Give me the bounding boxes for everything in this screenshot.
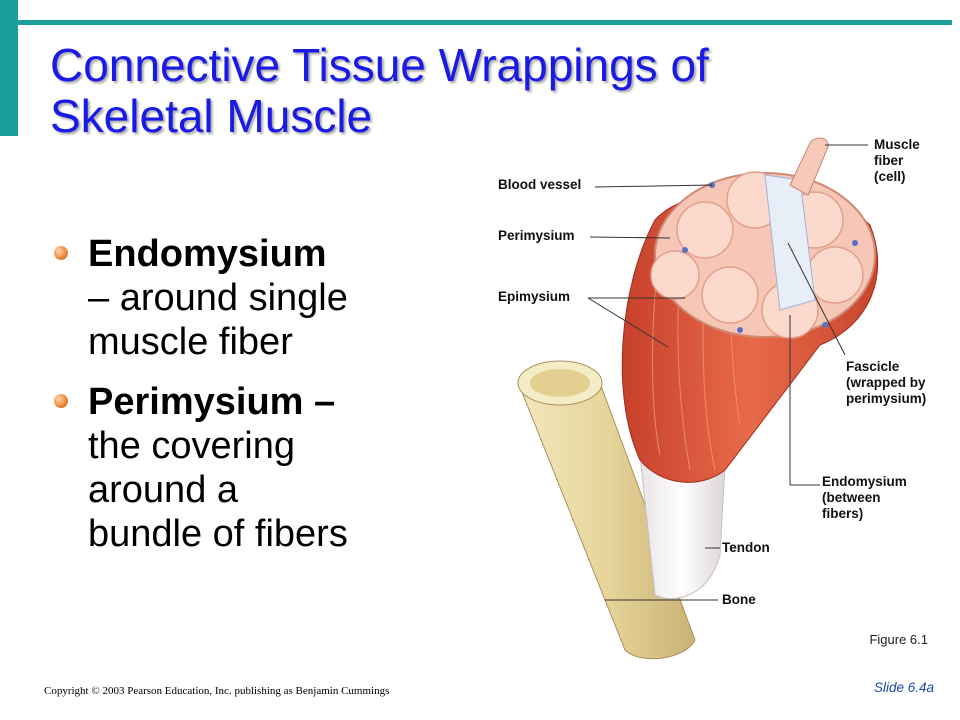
label-bone: Bone <box>722 592 756 607</box>
bullet-endomysium: Endomysium – around single muscle fiber <box>50 232 410 364</box>
bullet-text-line: around a <box>88 469 239 511</box>
bullet-term: Endomysium <box>88 233 327 275</box>
muscle-illustration <box>517 137 879 660</box>
top-accent-rule <box>0 20 952 25</box>
label-tendon: Tendon <box>722 540 770 555</box>
muscle-fiber-shape <box>789 137 829 196</box>
bullet-text-line: – around single <box>88 277 348 319</box>
copyright-notice: Copyright © 2003 Pearson Education, Inc.… <box>44 685 390 697</box>
label-blood-vessel: Blood vessel <box>498 177 582 192</box>
label-line: (cell) <box>874 169 906 184</box>
leader-lines <box>587 144 868 601</box>
cross-section <box>650 171 876 339</box>
bullet-text-line: muscle fiber <box>88 321 293 363</box>
label-line: perimysium) <box>846 391 927 406</box>
label-line: (wrapped by <box>846 375 926 390</box>
slide-title-line-1: Connective Tissue Wrappings of <box>50 39 709 91</box>
bullet-text-line: bundle of fibers <box>88 513 348 555</box>
label-endomysium: Endomysium (between fibers) <box>822 474 907 522</box>
label-muscle-fiber: Muscle fiber (cell) <box>874 137 920 185</box>
bone-shape <box>517 360 696 660</box>
label-perimysium: Perimysium <box>498 228 575 243</box>
label-line: fiber <box>874 153 904 168</box>
bullet-dot-icon <box>54 394 68 408</box>
slide-title: Connective Tissue Wrappings of Skeletal … <box>50 40 870 142</box>
label-line: (between <box>822 490 881 505</box>
label-epimysium: Epimysium <box>498 289 571 304</box>
bullet-term: Perimysium – <box>88 381 336 423</box>
bullet-dot-icon <box>54 246 68 260</box>
label-line: Muscle <box>874 137 920 152</box>
slide-title-line-2: Skeletal Muscle <box>50 90 373 142</box>
bullet-perimysium: Perimysium – the covering around a bundl… <box>50 380 410 556</box>
label-line: Endomysium <box>822 474 907 489</box>
figure-caption: Figure 6.1 <box>869 632 928 647</box>
label-line: fibers) <box>822 506 864 521</box>
label-line: Fascicle <box>846 359 900 374</box>
bullet-list: Endomysium – around single muscle fiber … <box>50 232 410 572</box>
slide-number: Slide 6.4a <box>873 680 934 695</box>
bullet-text-line: the covering <box>88 425 296 467</box>
muscle-figure: Muscle fiber (cell) Blood vessel Perimys… <box>490 125 960 665</box>
left-accent-bar <box>0 0 18 136</box>
label-fascicle: Fascicle (wrapped by perimysium) <box>846 359 926 407</box>
